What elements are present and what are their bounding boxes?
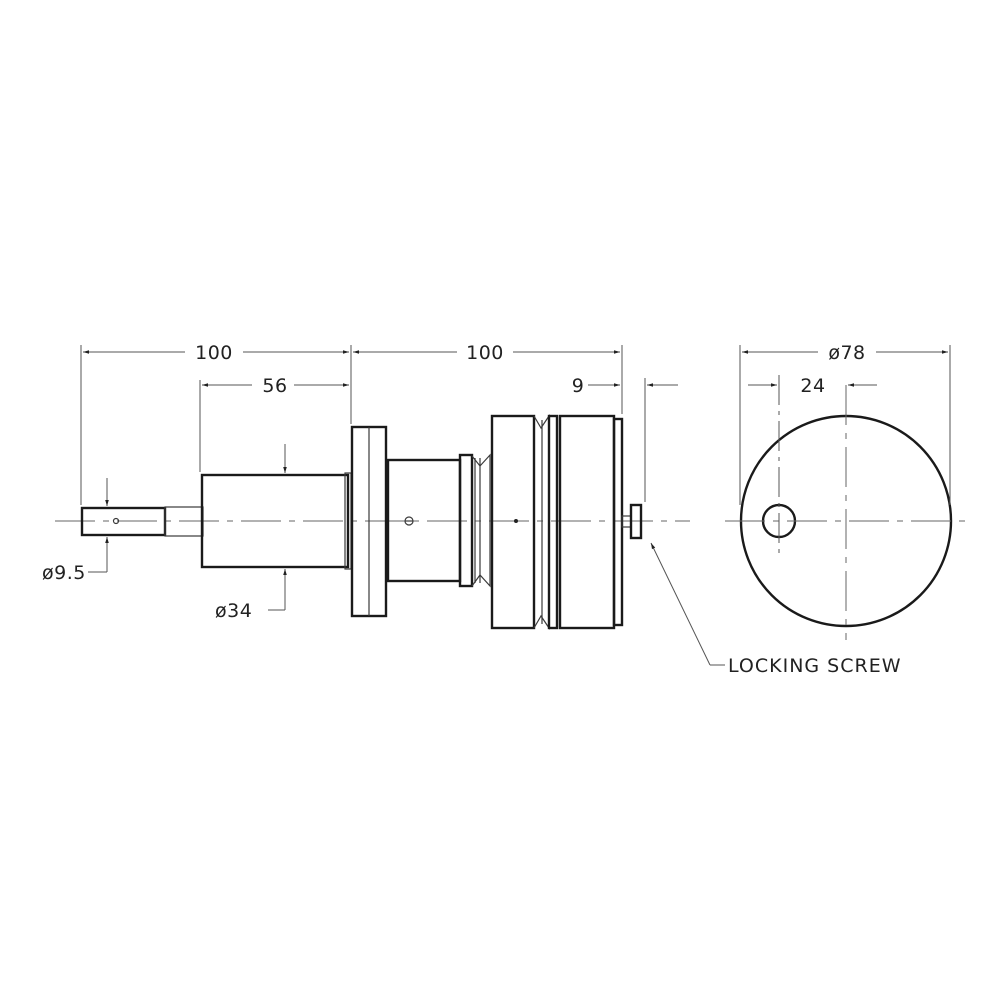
dimension-label: 24 bbox=[800, 375, 825, 397]
dimension-label: ø78 bbox=[828, 342, 865, 364]
dimension-overall-left: 100 bbox=[80, 342, 352, 505]
dimension-shaft-length: 56 bbox=[199, 375, 349, 472]
end-view bbox=[725, 375, 965, 640]
dimension-label: ø9.5 bbox=[42, 562, 86, 584]
locking-screw bbox=[621, 503, 643, 540]
dimension-hole-offset: 24 bbox=[748, 375, 877, 397]
dimension-end-offset: 9 bbox=[572, 375, 678, 502]
hub bbox=[386, 453, 491, 588]
locking-screw-leader: LOCKING SCREW bbox=[650, 542, 902, 677]
dimension-overall-right: 100 bbox=[353, 342, 623, 414]
dimension-label: 100 bbox=[466, 342, 504, 364]
dimension-label: ø34 bbox=[215, 600, 252, 622]
dimension-label: 56 bbox=[262, 375, 287, 397]
dimension-large-diameter: ø34 bbox=[215, 444, 287, 622]
main-body bbox=[490, 414, 624, 630]
flange bbox=[350, 425, 388, 618]
dimension-small-diameter: ø9.5 bbox=[42, 478, 109, 584]
dimension-face-diameter: ø78 bbox=[739, 342, 951, 505]
dimension-label: 100 bbox=[195, 342, 233, 364]
locking-screw-label: LOCKING SCREW bbox=[728, 655, 902, 677]
dimension-label: 9 bbox=[572, 375, 585, 397]
